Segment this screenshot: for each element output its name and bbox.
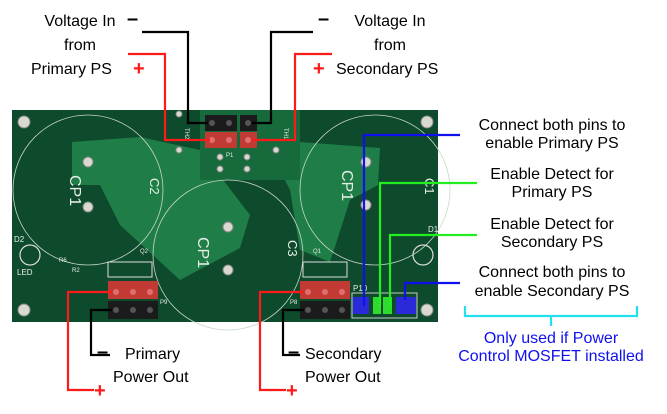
secondary-input-label-line2: from (374, 37, 406, 54)
silk-r6: R6 (59, 258, 67, 264)
silk-q1: Q1 (313, 249, 322, 255)
primary-input-positive-sign: + (133, 58, 145, 80)
silk-c1: C1 (422, 178, 437, 195)
led-outline (412, 244, 434, 266)
primary-output-negative-sign: – (97, 341, 109, 363)
led-outline (19, 244, 41, 266)
mounting-hole (420, 115, 434, 129)
enable-secondary-label-line2: enable Secondary PS (474, 283, 630, 300)
input-header-positive (205, 132, 237, 148)
enable-primary-label-line2: enable Primary PS (485, 135, 619, 152)
silk-c3: C3 (285, 240, 300, 257)
pad (175, 110, 183, 118)
silk-led: LED (17, 268, 33, 277)
pad (82, 156, 94, 168)
pad (243, 153, 251, 161)
silk-p8: P8 (290, 300, 298, 306)
silk-th2: TH2 (183, 128, 189, 140)
enable-secondary-wire (403, 281, 460, 300)
mounting-hole (17, 115, 31, 129)
q1-outline (302, 261, 348, 278)
primary-input-positive-wire (128, 52, 210, 142)
secondary-input-label-line1: Voltage In (354, 13, 426, 30)
primary-input-label-line3: Primary PS (31, 61, 112, 78)
secondary-output-negative-sign: – (288, 341, 300, 363)
mounting-hole (420, 303, 434, 317)
silk-d1: D1 (428, 225, 439, 234)
secondary-output-positive-wire (258, 290, 304, 392)
detect-secondary-label-line1: Enable Detect for (490, 216, 614, 233)
silk-cp1: CP1 (338, 170, 355, 201)
primary-input-label-line1: Voltage In (44, 13, 116, 30)
p10-detect-secondary-pin (383, 297, 392, 314)
detect-secondary-label-line2: Secondary PS (500, 234, 604, 251)
silk-c2: C2 (147, 178, 162, 195)
pad (222, 264, 234, 276)
detect-primary-label-line1: Enable Detect for (490, 166, 614, 183)
detect-primary-label-line2: Primary PS (511, 184, 593, 201)
silk-d2: D2 (14, 235, 25, 244)
silk-r2: R2 (72, 268, 80, 274)
silk-p1: P1 (226, 153, 234, 159)
secondary-input-label-line3: Secondary PS (336, 61, 439, 78)
pad (360, 156, 372, 168)
detect-primary-wire (378, 181, 477, 306)
primary-input-label-line2: from (64, 37, 96, 54)
primary-output-label-line2: Power Out (113, 369, 189, 386)
secondary-input-negative-sign: – (318, 8, 330, 30)
primary-output-negative-wire (89, 308, 112, 357)
enable-secondary-label-line1: Connect both pins to (478, 264, 626, 281)
primary-output-positive-sign: + (94, 380, 106, 402)
pad (243, 165, 251, 173)
secondary-output-label-line1: Secondary (305, 346, 382, 363)
primary-input-negative-sign: – (127, 8, 139, 30)
mosfet-note-line2: Control MOSFET installed (458, 348, 644, 365)
primary-output-positive-wire (66, 290, 112, 392)
mosfet-note-line1: Only used if Power (483, 330, 619, 347)
mosfet-note-bracket (463, 306, 639, 318)
primary-input-negative-wire (142, 30, 208, 125)
silk-th1: TH1 (282, 128, 288, 140)
pad (360, 199, 372, 211)
secondary-input-negative-wire (252, 30, 313, 125)
primary-output-label-line1: Primary (125, 346, 181, 363)
pad (222, 221, 234, 233)
secondary-input-positive-wire (252, 52, 332, 142)
enable-primary-label-line1: Connect both pins to (478, 117, 626, 134)
q2-outline (107, 261, 153, 278)
pad (175, 146, 183, 154)
p10-detect-primary-pin (373, 297, 381, 314)
capacitor-outline (12, 114, 164, 266)
silk-p10: P10 (353, 284, 368, 293)
secondary-output-positive-sign: + (286, 380, 298, 402)
silk-cp1: CP1 (66, 175, 83, 206)
secondary-output-negative-wire (281, 308, 304, 357)
detect-secondary-wire (388, 233, 477, 306)
silk-q2: Q2 (140, 249, 149, 255)
enable-primary-wire (362, 133, 460, 306)
mounting-hole (17, 303, 31, 317)
p10-enable-primary-pins (353, 297, 369, 314)
secondary-input-positive-sign: + (313, 58, 325, 80)
pad (216, 165, 224, 173)
p10-outline (351, 292, 418, 319)
secondary-output-label-line2: Power Out (305, 369, 381, 386)
pad (82, 201, 94, 213)
pad (272, 146, 280, 154)
input-header-negative (205, 115, 237, 131)
capacitor-outline (152, 179, 304, 331)
capacitor-outline (299, 114, 451, 266)
pad (216, 153, 224, 161)
p10-enable-secondary-pins (396, 297, 416, 314)
silk-cp1: CP1 (194, 237, 211, 268)
silk-p9: P9 (160, 300, 168, 306)
